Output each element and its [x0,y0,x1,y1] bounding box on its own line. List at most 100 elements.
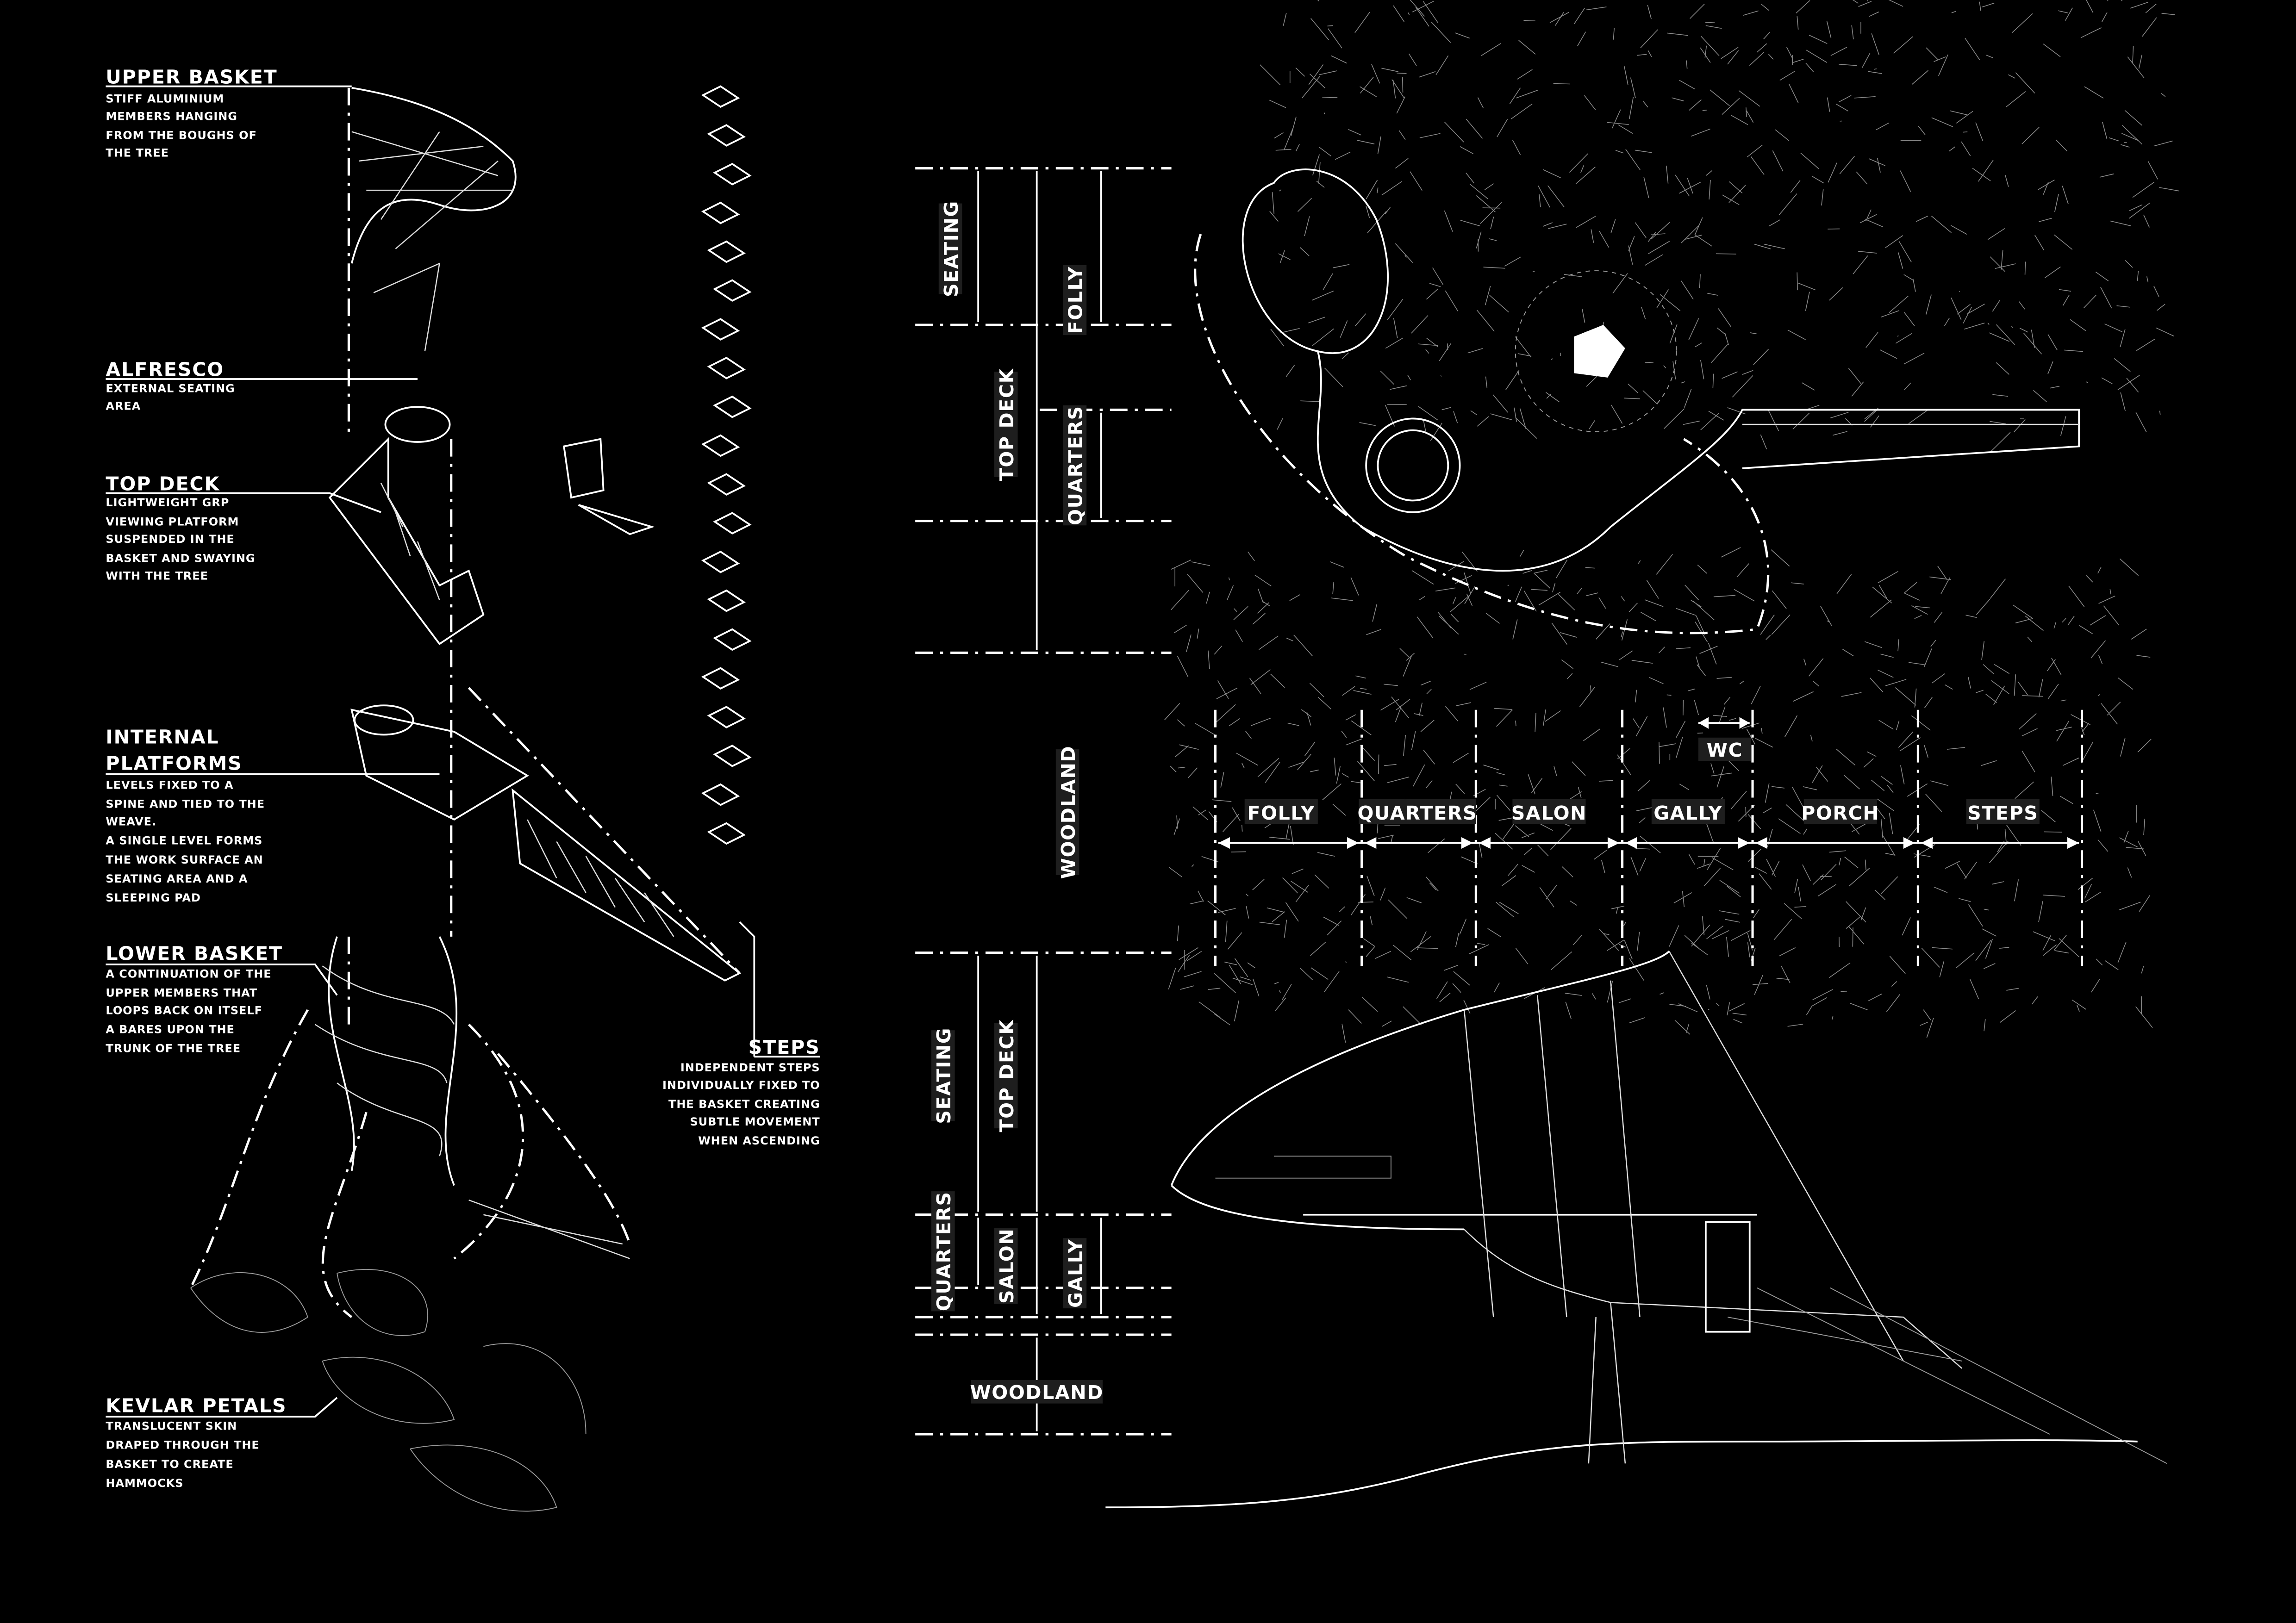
annotation-line: MEMBERS HANGING [106,110,237,123]
annotation-line: LOOPS BACK ON ITSELF [106,1004,262,1017]
annotation-steps: STEPS INDEPENDENT STEPS INDIVIDUALLY FIX… [662,1036,820,1147]
step-piece [701,201,740,224]
dimension-label-text: TOP DECK [996,367,1018,481]
annotation-top-deck: TOP DECK LIGHTWEIGHT GRP VIEWING PLATFOR… [106,473,255,582]
step-piece [707,124,746,147]
step-piece [707,473,746,496]
annotation-line: SPINE AND TIED TO THE [106,798,265,811]
annotation-line: A BARES UPON THE [106,1023,234,1036]
annotation-title: LOWER BASKET [106,942,283,964]
annotation-lower-basket: LOWER BASKET A CONTINUATION OF THE UPPER… [106,942,283,1055]
annotation-line: DRAPED THROUGH THE [106,1439,259,1452]
zone-label-steps: STEPS [1967,802,2038,824]
annotation-line: BASKET AND SWAYING [106,552,255,565]
dimension-label-text: SALON [996,1228,1018,1304]
dimension-label: FOLLY [1063,265,1087,336]
dimension-label-text: WOODLAND [1057,746,1079,879]
step-piece [707,356,746,379]
annotation-line: HAMMOCKS [106,1477,183,1490]
dimension-lines [915,167,1172,1436]
dimension-label-text: QUARTERS [1065,405,1087,525]
annotation-title: UPPER BASKET [106,66,277,88]
annotation-line: INDEPENDENT STEPS [680,1061,820,1074]
step-piece [707,822,746,845]
zone-label-porch: PORCH [1801,802,1879,824]
annotation-line: TRUNK OF THE TREE [106,1042,241,1055]
step-piece [713,512,752,535]
step-piece [713,279,752,302]
dimension-labels: SEATING FOLLY TOP DECK QUARTERS WOODLAND SEAT… [931,200,1104,1404]
annotation-title: INTERNAL [106,726,219,748]
step-piece [713,745,752,767]
annotation-line: AREA [106,399,141,412]
annotation-line: SLEEPING PAD [106,891,200,904]
elevation-view [1105,951,2167,1509]
dimension-label: SALON [994,1228,1018,1304]
annotation-line: BASKET TO CREATE [106,1458,233,1471]
basket-axonometric [189,87,742,1512]
zone-label-quarters: QUARTERS [1357,802,1477,824]
annotation-line: WHEN ASCENDING [698,1134,820,1147]
annotation-line: LIGHTWEIGHT GRP [106,496,229,509]
dimension-label-text: FOLLY [1065,266,1087,334]
dimension-label: WOODLAND [1055,746,1079,879]
annotation-kevlar-petals: KEVLAR PETALS TRANSLUCENT SKIN DRAPED TH… [106,1395,287,1490]
annotation-line: EXTERNAL SEATING [106,382,235,395]
dimension-label-text: WOODLAND [970,1381,1104,1404]
dimension-label: QUARTERS [931,1191,955,1312]
step-piece [707,240,746,263]
steps-exploded [701,85,752,845]
step-piece [707,706,746,728]
annotation-line: WITH THE TREE [106,569,208,582]
dimension-label-text: GALLY [1065,1239,1087,1308]
step-piece [701,85,740,108]
step-piece [713,162,752,186]
dimension-label: SEATING [931,1027,955,1124]
step-piece [707,589,746,612]
zone-label-salon: SALON [1511,802,1587,824]
annotation-title: PLATFORMS [106,752,242,774]
tree-canopy-scribbles [1164,0,2179,1043]
annotation-line: THE TREE [106,146,169,159]
step-piece [701,318,740,341]
step-piece [701,667,740,690]
plan-view [1194,168,2080,634]
dimension-label-text: TOP DECK [996,1019,1018,1132]
annotation-line: SEATING AREA AND A [106,872,248,885]
annotation-line: A CONTINUATION OF THE [106,967,271,980]
zone-label-gally: GALLY [1653,802,1722,824]
annotation-line: UPPER MEMBERS THAT [106,987,257,1000]
dimension-label: SEATING [938,200,962,297]
annotation-upper-basket: UPPER BASKET STIFF ALUMINIUM MEMBERS HAN… [106,66,277,159]
dimension-label-text: QUARTERS [933,1191,955,1311]
annotation-line: STIFF ALUMINIUM [106,92,224,105]
dimension-label: GALLY [1063,1238,1087,1309]
dimension-label-text: SEATING [933,1027,955,1124]
annotation-line: SUBTLE MOVEMENT [690,1115,820,1128]
annotation-title: STEPS [749,1036,820,1058]
step-piece [713,395,752,418]
zone-label-folly: FOLLY [1247,802,1315,824]
step-piece [701,783,740,806]
annotation-line: INDIVIDUALLY FIXED TO [662,1079,820,1092]
annotation-title: KEVLAR PETALS [106,1395,287,1417]
step-piece [701,434,740,457]
annotation-line: FROM THE BOUGHS OF [106,129,256,142]
annotation-internal-platforms: INTERNAL PLATFORMS LEVELS FIXED TO A SPI… [106,726,265,904]
dimension-label: TOP DECK [994,367,1018,481]
dimension-label: QUARTERS [1063,405,1087,526]
step-piece [701,551,740,573]
annotation-line: WEAVE. [106,815,156,828]
annotation-line: TRANSLUCENT SKIN [106,1420,237,1433]
leader-lines [106,85,820,1418]
annotation-line: A SINGLE LEVEL FORMS [106,834,262,847]
dimension-label: TOP DECK [994,1019,1018,1132]
step-piece [713,628,752,651]
annotation-line: LEVELS FIXED TO A [106,778,233,791]
annotation-title: TOP DECK [106,473,220,495]
annotation-line: THE WORK SURFACE AN [106,853,263,866]
annotation-line: VIEWING PLATFORM [106,515,239,528]
annotation-title: ALFRESCO [106,359,224,381]
